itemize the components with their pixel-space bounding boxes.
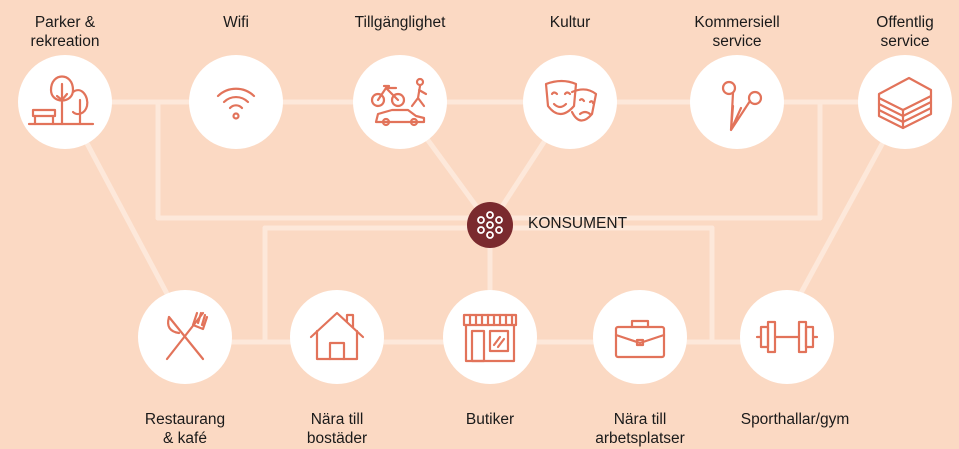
house-icon (309, 311, 365, 361)
node-nara-till-bostader (290, 290, 384, 384)
node-tillganglighet (353, 55, 447, 149)
node-butiker (443, 290, 537, 384)
label-kultur: Kultur (549, 14, 591, 31)
label-konsument: KONSUMENT (528, 215, 628, 232)
node-kommersiell-service (690, 55, 784, 149)
node-kultur (523, 55, 617, 149)
briefcase-icon (614, 319, 666, 359)
park-bench-tree-icon (27, 75, 95, 126)
label-wifi: Wifi (223, 14, 249, 31)
label-kommersiell-service: Kommersiell service (694, 14, 780, 50)
label-tillganglighet: Tillgänglighet (354, 14, 446, 31)
label-restaurang-kafe: Restaurang & kafé (144, 411, 226, 447)
dumbbell-icon (755, 320, 819, 354)
label-nara-till-bostader: Nära till bostäder (306, 411, 368, 447)
scissors-icon (721, 80, 763, 132)
label-offentlig-service: Offentlig service (876, 14, 934, 50)
label-sporthallar-gym: Sporthallar/gym (740, 411, 850, 428)
node-offentlig-service (858, 55, 952, 149)
network-hub-icon (477, 211, 503, 239)
label-parker-rekreation: Parker & rekreation (30, 14, 100, 50)
node-wifi (189, 55, 283, 149)
shop-icon (462, 313, 518, 363)
wifi-icon (216, 87, 256, 120)
label-nara-till-arbetsplatser: Nära till arbetsplatser (595, 411, 685, 447)
node-restaurang-kafe (138, 290, 232, 384)
node-parker-rekreation (18, 55, 112, 149)
fork-knife-icon (165, 311, 209, 361)
node-nara-till-arbetsplatser (593, 290, 687, 384)
books-icon (877, 76, 933, 130)
bike-walk-car-icon (370, 77, 428, 127)
node-konsument (467, 202, 513, 248)
label-butiker: Butiker (465, 411, 515, 428)
theater-masks-icon (544, 79, 598, 122)
node-sporthallar-gym (740, 290, 834, 384)
